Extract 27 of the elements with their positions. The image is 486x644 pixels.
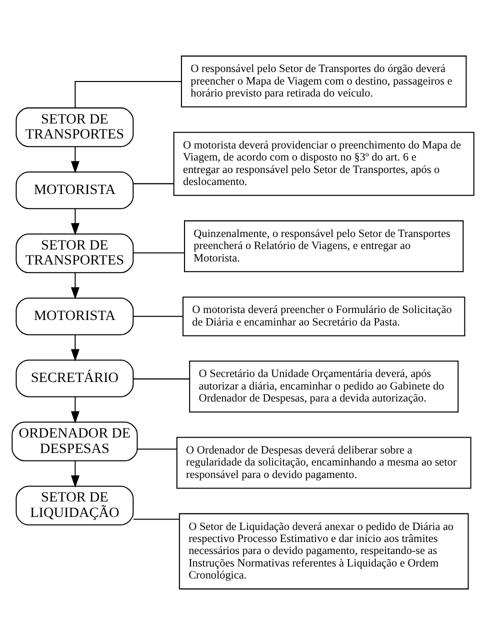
node-box: MOTORISTA bbox=[16, 170, 134, 209]
arrow bbox=[70, 334, 80, 361]
node-box: O Ordenador de Despesas deverá deliberar sobre a regularidade da solicitação, encaminhando a mesma ao setor responsável para o devido pagamento. bbox=[176, 436, 472, 488]
arrow bbox=[70, 396, 80, 423]
arrow bbox=[70, 272, 80, 299]
node-box: O responsável pelo Setor de Transportes do órgão deverá preencher o Mapa de Viagem com o destino, passageiros e horário previsto para retirada do veículo. bbox=[180, 55, 467, 107]
connector bbox=[74, 80, 182, 108]
connector bbox=[137, 448, 177, 450]
connector bbox=[133, 315, 183, 316]
node-box: ORDENADOR DE DESPESAS bbox=[12, 421, 138, 461]
connector bbox=[133, 252, 184, 253]
node-box: O Secretário da Unidade Orçamentária deverá, após autorizar a diária, encaminhar o pedido ao Gabinete do Ordenador de Despesas, para a devida autorização. bbox=[189, 360, 459, 412]
node-box: SECRETÁRIO bbox=[16, 359, 134, 397]
connector bbox=[133, 378, 190, 379]
node-box: O motorista deverá providenciar o preenchimento do Mapa de Viagem, de acordo com o disposto no §3º do art. 6 e entregar ao responsável pelo Setor de Transportes, após o deslocamento. bbox=[173, 131, 474, 196]
arrow bbox=[70, 146, 80, 173]
arrow bbox=[70, 460, 80, 488]
node-box: O motorista deverá preencher o Formulário de Solicitação de Diária e encaminhar ao Secretário da Pasta. bbox=[182, 296, 466, 336]
connector bbox=[133, 182, 174, 184]
arrow bbox=[70, 208, 80, 235]
node-box: MOTORISTA bbox=[16, 297, 134, 335]
node-box: SETOR DE TRANSPORTES bbox=[16, 106, 134, 147]
node-box: Quinzenalmente, o responsável pelo Setor de Transportes preencherá o Relatório de Viagens, e entregar ao Motorista. bbox=[184, 220, 464, 272]
node-box: SETOR DE TRANSPORTES bbox=[16, 233, 134, 273]
node-box: SETOR DE LIQUIDAÇÃO bbox=[16, 485, 134, 525]
node-box: O Setor de Liquidação deverá anexar o pedido de Diária ao respectivo Processo Estimativo e dar início aos trâmites necessários para o devido pagamento, respeitando-se as Instruções Normativas referentes à Liquidação e Ordem Cronológica. bbox=[178, 512, 469, 589]
connector bbox=[133, 518, 180, 520]
